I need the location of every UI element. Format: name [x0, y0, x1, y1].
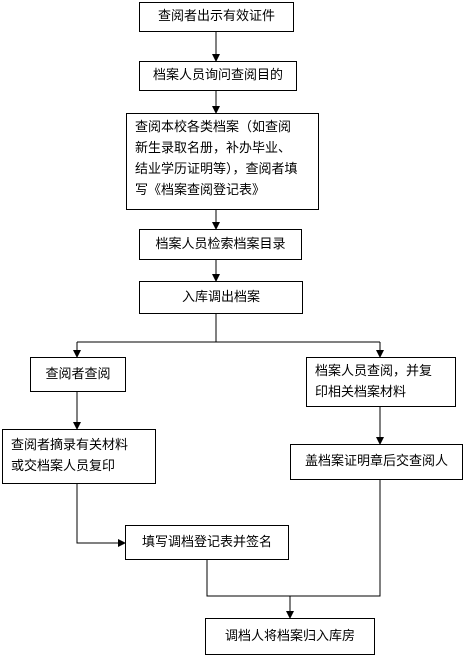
right-merge [290, 480, 381, 597]
step-viewer-extracts: 查阅者摘录有关材料 或交档案人员复印 [2, 429, 156, 484]
step-viewer-reads: 查阅者查阅 [30, 357, 126, 392]
step-viewer-show-id: 查阅者出示有效证件 [139, 2, 294, 32]
step-staff-ask-purpose: 档案人员询问查阅目的 [139, 61, 297, 91]
step-retrieve-files: 入库调出档案 [139, 281, 303, 314]
form-down [206, 560, 290, 597]
step-return-files: 调档人将档案归入库房 [205, 618, 375, 655]
step-staff-reads-copies: 档案人员查阅，并复 印相关档案材料 [306, 357, 456, 407]
step-lookup-files: 查阅本校各类档案（如查阅 新生录取名册，补办毕业、 结业学历证明等），查阅者填 … [126, 113, 319, 210]
step-stamp-and-hand-over: 盖档案证明章后交查阅人 [290, 444, 463, 480]
step-fill-form-sign: 填写调档登记表并签名 [125, 525, 289, 560]
step-staff-search-catalog: 档案人员检索档案目录 [139, 229, 302, 260]
arrow-left-to-form [76, 484, 126, 547]
